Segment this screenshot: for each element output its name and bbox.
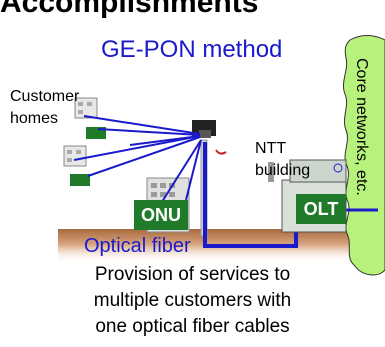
caption-line2: multiple customers with — [93, 290, 292, 311]
ntt-building-label: NTT building — [255, 138, 310, 182]
ntt-label-line2: building — [255, 162, 311, 179]
page-heading: Accomplishments — [0, 0, 259, 19]
method-title: GE-PON method — [101, 36, 283, 63]
onu-badge: ONU — [134, 200, 188, 230]
customer-label-line2: homes — [10, 110, 59, 127]
caption-line3: one optical fiber cables — [95, 316, 290, 337]
caption-line1: Provision of services to — [94, 264, 291, 285]
diagram-caption: Provision of services to multiple custom… — [0, 262, 385, 340]
olt-badge: OLT — [296, 194, 346, 224]
core-networks-label: Core networks, etc. — [353, 58, 370, 196]
core-network-cloud — [342, 35, 385, 276]
optical-fiber-label: Optical fiber — [84, 235, 191, 257]
ntt-label-line1: NTT — [255, 140, 287, 157]
customer-label-line1: Customer — [10, 88, 80, 105]
customer-homes-label: Customer homes — [10, 86, 79, 130]
optical-splitter-lines — [73, 115, 202, 206]
customer-home-1 — [74, 97, 106, 139]
customer-home-2 — [63, 145, 90, 186]
